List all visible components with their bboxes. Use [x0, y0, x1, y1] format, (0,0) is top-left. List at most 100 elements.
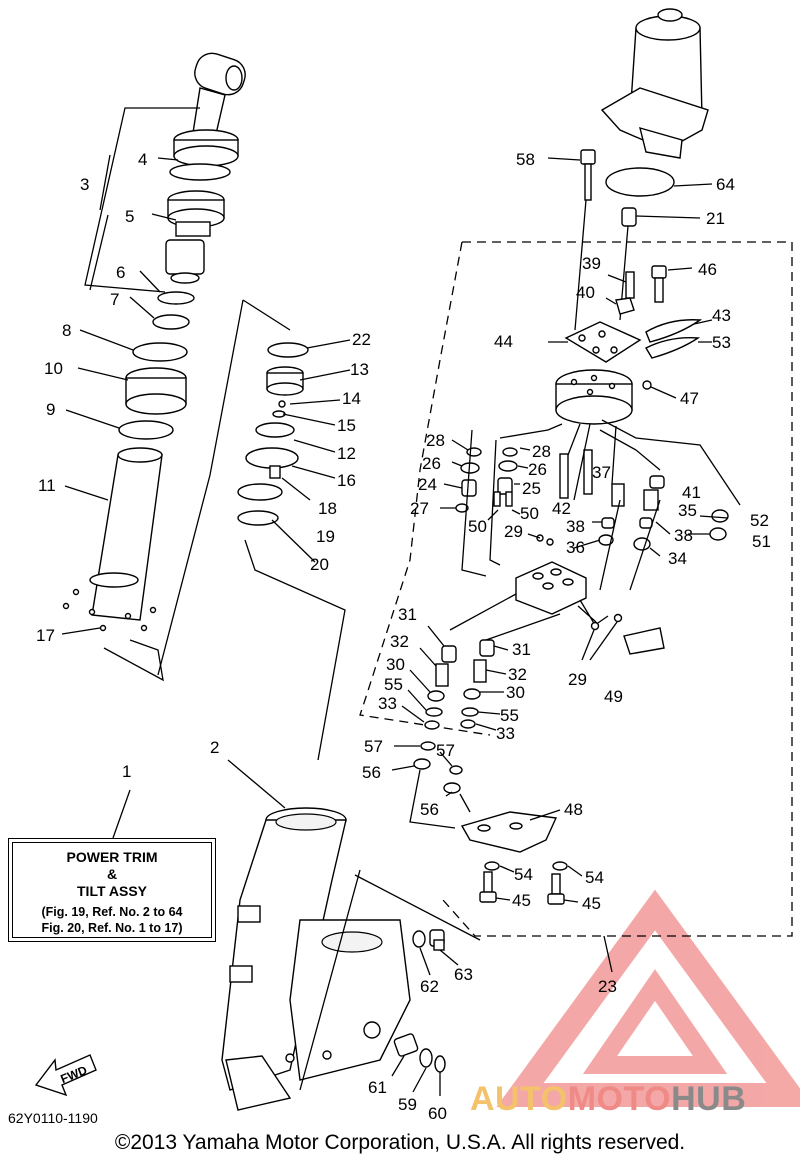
bolt-45-right: [547, 873, 565, 905]
leader-line-58: [547, 157, 587, 331]
leader-lines-31-33: [401, 625, 509, 731]
callout-15: 15: [337, 416, 356, 435]
callout-44: 44: [494, 332, 513, 351]
valve-25: [497, 477, 513, 495]
plug-63: [429, 929, 445, 951]
nut-40: [615, 297, 635, 315]
callout-62: 62: [420, 977, 439, 996]
callout-33-left: 33: [378, 694, 397, 713]
callout-32-right: 32: [508, 665, 527, 684]
o-ring-33-left: [424, 720, 440, 730]
o-ring-57-left: [420, 741, 436, 751]
group-bracket-3: [84, 107, 200, 293]
bolt-58: [580, 149, 596, 201]
leader-lines-43-53: [693, 319, 713, 343]
circlip-12: [255, 422, 295, 438]
plug-52: [711, 509, 729, 523]
leader-lines-45-54: [495, 865, 613, 973]
ring-55-left: [425, 707, 443, 717]
callout-50-right: 50: [520, 504, 539, 523]
leader-lines-56-57: [391, 745, 471, 829]
o-ring-9: [118, 420, 174, 440]
valve-31-right: [479, 639, 495, 657]
leader-lines-body: [299, 869, 481, 1091]
ball-47: [642, 380, 652, 390]
o-ring-59: [419, 1048, 433, 1068]
callout-54-right: 54: [585, 868, 604, 887]
callout-7: 7: [110, 290, 119, 309]
ring-28-left: [466, 447, 482, 457]
ball-29-lower-a: [590, 621, 600, 631]
pins-42: [559, 449, 593, 499]
spring-50-right: [505, 491, 513, 507]
assembly-title: POWER TRIM & TILT ASSY: [66, 849, 158, 899]
callout-49: 49: [604, 687, 623, 706]
valve-38-right: [639, 517, 653, 529]
watermark-triangle-logo: [496, 889, 800, 1107]
valve-assembly-dashed-outline: [359, 241, 793, 937]
callout-26-left: 26: [422, 454, 441, 473]
small-balls-17: [62, 588, 157, 632]
copyright-notice: ©2013 Yamaha Motor Corporation, U.S.A. A…: [114, 1131, 686, 1154]
callout-53: 53: [712, 333, 731, 352]
callout-5: 5: [125, 207, 134, 226]
leader-line-2: [227, 759, 286, 809]
callout-19: 19: [316, 527, 335, 546]
leader-lines-29: [581, 621, 618, 661]
callout-2: 2: [210, 738, 219, 757]
washer-26-right: [498, 460, 518, 472]
callout-9: 9: [46, 400, 55, 419]
callout-28-left: 28: [426, 431, 445, 450]
callout-6: 6: [116, 263, 125, 282]
seat-34: [633, 537, 651, 551]
o-ring-62: [412, 930, 426, 948]
forward-arrow-icon: FWD: [34, 1054, 97, 1097]
gland-10: [125, 367, 187, 415]
callout-35: 35: [678, 501, 697, 520]
leader-lines-39-46: [605, 267, 693, 305]
callout-34: 34: [668, 549, 687, 568]
callout-11: 11: [38, 476, 56, 495]
callout-56-left: 56: [362, 763, 381, 782]
callout-41: 41: [682, 483, 701, 502]
washer-54-right: [552, 861, 568, 871]
plate-16: [245, 447, 299, 469]
spring-32-right: [473, 659, 487, 683]
valve-31-left: [441, 645, 457, 663]
leader-line-64: [673, 183, 713, 187]
callout-1: 1: [122, 762, 131, 781]
callout-63: 63: [454, 965, 473, 984]
assembly-reference-inner: POWER TRIM & TILT ASSY (Fig. 19, Ref. No…: [12, 842, 212, 938]
callout-38-right: 38: [674, 526, 693, 545]
watermark-hub: HUB: [671, 1080, 747, 1118]
spring-50-left: [493, 491, 501, 507]
assembly-reference-box: POWER TRIM & TILT ASSY (Fig. 19, Ref. No…: [8, 838, 216, 942]
leader-line-47: [650, 386, 677, 399]
watermark-moto: MOTO: [567, 1080, 672, 1118]
callout-56-right: 56: [420, 800, 439, 819]
callout-29-upper: 29: [504, 522, 523, 541]
lower-valve-block: [515, 561, 587, 615]
spring-32-left: [435, 663, 449, 687]
ring-28-right: [502, 447, 518, 457]
cap-13: [266, 366, 304, 396]
callout-29-lower: 29: [568, 670, 587, 689]
callout-12: 12: [337, 444, 356, 463]
callout-4: 4: [138, 150, 147, 169]
circlip-20: [237, 510, 279, 526]
tilt-cylinder-11: [89, 447, 163, 621]
callout-47: 47: [680, 389, 699, 408]
callout-45-right: 45: [582, 894, 601, 913]
callout-48: 48: [564, 800, 583, 819]
callout-33-right: 33: [496, 724, 515, 743]
callout-43: 43: [712, 306, 731, 325]
o-ring-22: [267, 342, 309, 358]
watermark-auto: AUTO: [470, 1080, 568, 1118]
callout-52: 52: [750, 511, 769, 530]
leader-lines-13-20: [157, 299, 351, 761]
callout-20: 20: [310, 555, 329, 574]
pin-39: [625, 271, 635, 299]
callout-38-left: 38: [566, 517, 585, 536]
callout-50-left: 50: [468, 517, 487, 536]
filter-19: [237, 483, 283, 501]
